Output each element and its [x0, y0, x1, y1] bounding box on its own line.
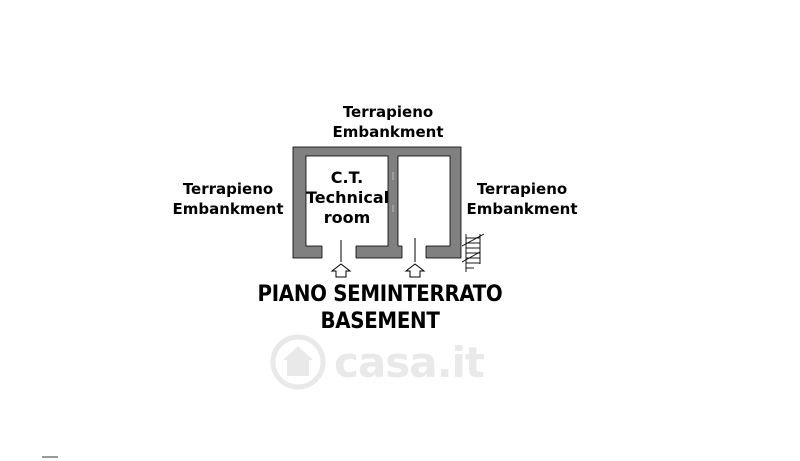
embankment-top-line1: Terrapieno	[342, 103, 434, 121]
staircase	[461, 233, 485, 272]
technical-room-line1: C.T.	[330, 168, 364, 187]
entry-arrow-left	[330, 263, 352, 278]
walls	[292, 146, 462, 262]
watermark: casa.it	[270, 332, 540, 392]
door-opening-right	[402, 245, 426, 259]
embankment-label-right: Terrapieno Embankment	[462, 179, 582, 219]
technical-room-line3: room	[323, 208, 371, 227]
corner-mark	[42, 456, 58, 458]
embankment-left-line2: Embankment	[172, 200, 284, 218]
embankment-label-top: Terrapieno Embankment	[328, 102, 448, 142]
embankment-label-left: Terrapieno Embankment	[168, 179, 288, 219]
floor-title-line2: BASEMENT	[320, 309, 440, 334]
floor-title-line1: PIANO SEMINTERRATO	[257, 282, 503, 307]
technical-room-label: C.T. Technical room	[306, 168, 390, 228]
door-opening-left	[322, 245, 356, 259]
technical-room-interior	[306, 156, 388, 246]
embankment-left-line1: Terrapieno	[182, 180, 274, 198]
watermark-text: casa.it	[334, 337, 485, 387]
right-room-interior	[398, 156, 450, 246]
embankment-right-line2: Embankment	[466, 200, 578, 218]
embankment-top-line2: Embankment	[332, 123, 444, 141]
technical-room-line2: Technical	[306, 188, 390, 207]
entry-arrow-right	[404, 263, 426, 278]
house-logo-icon	[270, 334, 326, 390]
embankment-right-line1: Terrapieno	[476, 180, 568, 198]
